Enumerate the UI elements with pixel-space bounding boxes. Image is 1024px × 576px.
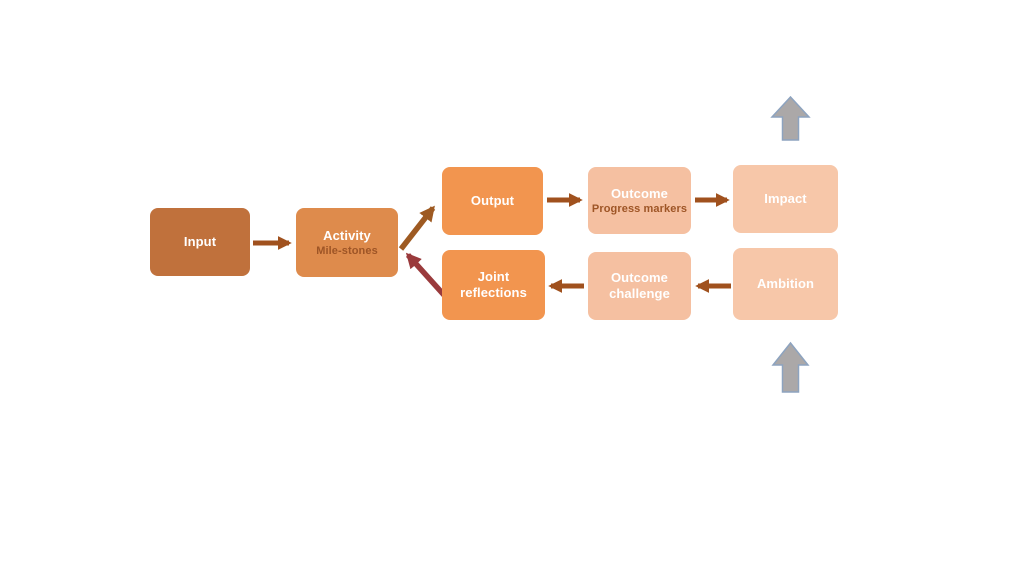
node-joint-reflections-label: Joint reflections <box>460 269 527 300</box>
node-ambition-label: Ambition <box>756 276 815 292</box>
node-input: Input <box>150 208 250 276</box>
node-ambition: Ambition <box>733 248 838 320</box>
node-output: Output <box>442 167 543 235</box>
node-activity-sublabel: Mile-stones <box>316 244 378 257</box>
node-outcome-progress-markers: Outcome Progress markers <box>588 167 691 234</box>
node-outcome-challenge-label: Outcome challenge <box>609 270 670 301</box>
node-outcome-sublabel: Progress markers <box>591 202 688 215</box>
node-impact-label: Impact <box>764 191 807 207</box>
up-block-arrow-icon-top <box>770 95 811 141</box>
node-outcome-challenge: Outcome challenge <box>588 252 691 320</box>
node-input-label: Input <box>183 234 217 250</box>
node-outcome-label: Outcome <box>610 186 669 202</box>
node-activity: Activity Mile-stones <box>296 208 398 277</box>
up-block-arrow-icon-bottom <box>771 341 810 393</box>
arrow-activity-to-output <box>398 205 436 251</box>
node-joint-reflections: Joint reflections <box>442 250 545 320</box>
node-activity-label: Activity <box>323 228 371 244</box>
arrow-jointreflections-to-activity <box>405 252 447 297</box>
node-impact: Impact <box>733 165 838 233</box>
node-output-label: Output <box>470 193 515 209</box>
